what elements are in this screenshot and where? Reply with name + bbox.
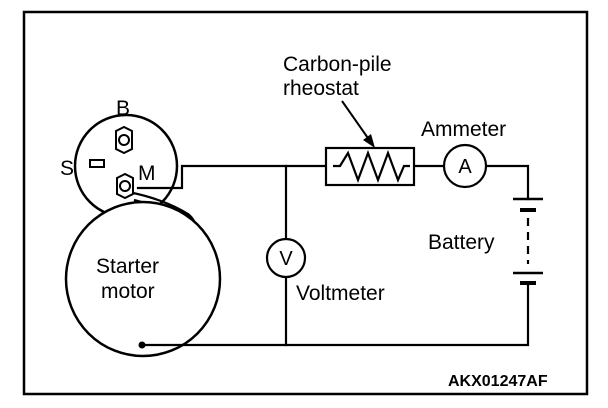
resistor-zigzag <box>333 149 410 184</box>
starter-label-line2: motor <box>101 280 155 303</box>
wire-m-to-rheostat <box>136 164 328 190</box>
voltmeter-circle <box>265 237 307 279</box>
starter-label-line1: Starter <box>96 255 159 278</box>
starter-motor: B S M Starter motor <box>60 97 222 358</box>
rheostat-label-line1: Carbon-pile <box>283 53 392 76</box>
voltmeter-label: Voltmeter <box>296 282 385 305</box>
rheostat-pointer-line <box>341 100 371 142</box>
ammeter: A Ammeter <box>421 118 506 189</box>
rheostat-label-line2: rheostat <box>283 77 359 100</box>
diagram-frame <box>22 10 589 396</box>
ammeter-label: Ammeter <box>421 118 506 141</box>
terminal-s-label: S <box>60 157 74 180</box>
terminal-m-label: M <box>138 162 156 185</box>
terminal-s-tab <box>89 159 105 168</box>
terminal-b-label: B <box>116 97 130 120</box>
wire-ammeter-to-battery <box>484 164 530 201</box>
voltmeter-symbol: V <box>279 248 293 270</box>
battery: Battery <box>428 197 543 285</box>
motor-body <box>64 200 222 358</box>
ammeter-circle <box>442 143 488 189</box>
rheostat-pointer-arrowhead <box>363 134 375 148</box>
figure-code: AKX01247AF <box>448 373 548 390</box>
voltmeter: V Voltmeter <box>265 237 385 305</box>
battery-label: Battery <box>428 231 495 254</box>
ammeter-symbol: A <box>458 156 472 178</box>
carbon-pile-rheostat: Carbon-pile rheostat <box>283 53 416 187</box>
ground-point <box>138 341 146 349</box>
wire-ground-return <box>140 281 530 347</box>
circuit-wiring <box>136 164 530 349</box>
